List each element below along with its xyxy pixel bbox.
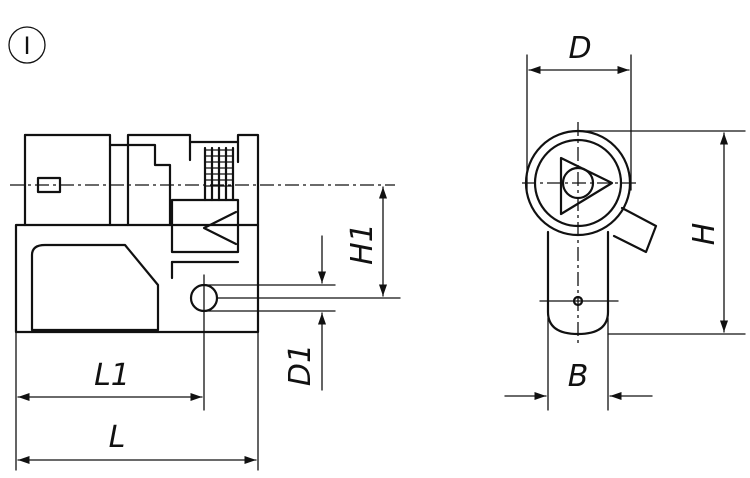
dim-label-h1: H1 <box>345 223 380 265</box>
side-view <box>522 54 746 411</box>
indicator-arrow <box>202 210 238 246</box>
dimension-L: L <box>17 420 257 465</box>
dim-label-d: D <box>568 31 591 66</box>
view-marker-circle <box>8 26 46 64</box>
front-view <box>10 133 401 471</box>
spring-coil <box>203 146 235 202</box>
dimension-L1: L1 <box>17 358 203 402</box>
side-triangle <box>559 156 614 216</box>
view-marker-label: I <box>23 32 30 60</box>
dimension-D1: D1 <box>283 235 327 391</box>
dimension-H: H <box>687 132 729 333</box>
dimension-H1: H1 <box>345 186 388 297</box>
dim-label-d1: D1 <box>283 344 318 386</box>
front-lower-body <box>14 223 260 334</box>
side-knob <box>612 206 658 254</box>
dimension-D: D <box>528 31 630 75</box>
dim-label-l1: L1 <box>94 358 130 393</box>
dim-label-l: L <box>109 420 126 455</box>
dim-label-b: B <box>568 359 589 394</box>
view-marker: I <box>8 26 46 64</box>
indicator-window <box>170 198 240 254</box>
dim-label-h: H <box>687 223 722 246</box>
front-pocket <box>30 243 160 332</box>
front-upper-body <box>23 133 260 227</box>
dimension-B: B <box>504 359 653 401</box>
